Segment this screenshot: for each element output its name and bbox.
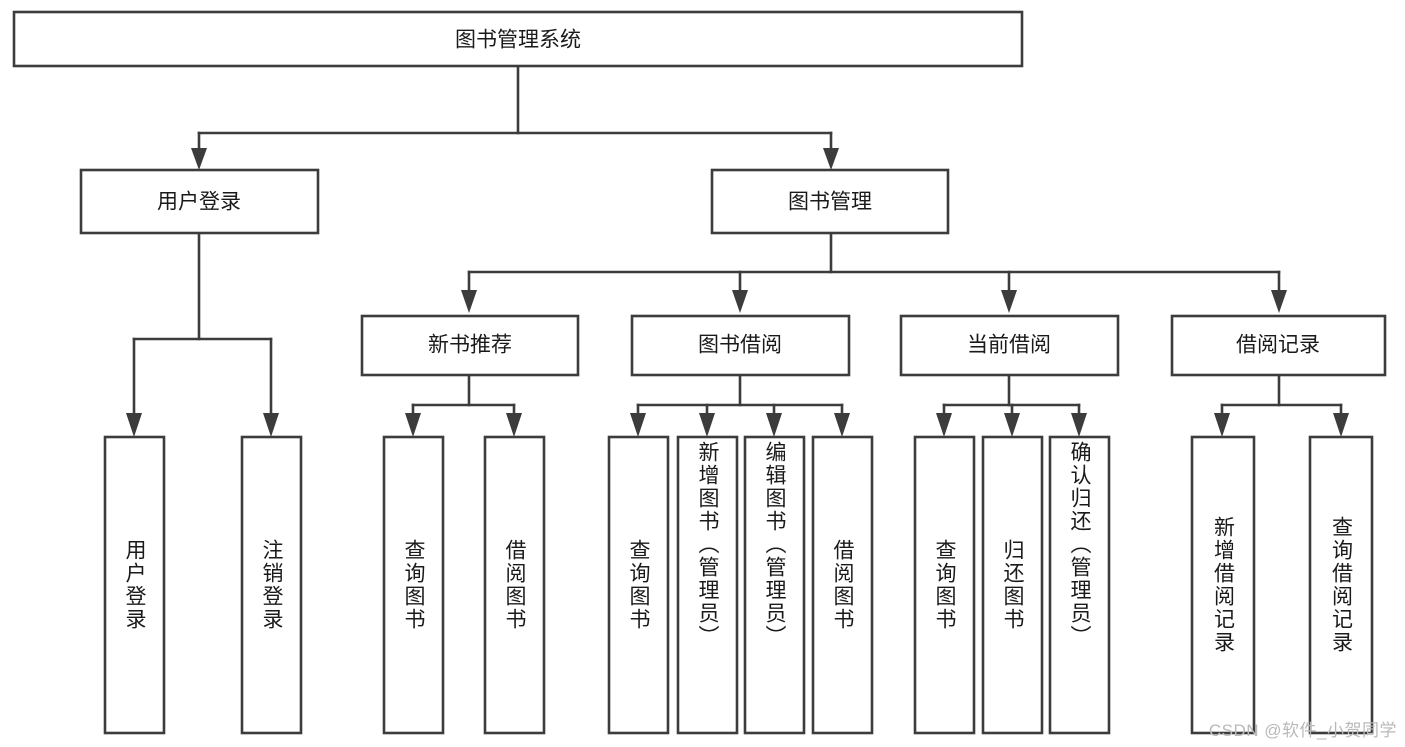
node-book-management-label: 图书管理: [788, 191, 872, 214]
node-leaf-borrow-book-2[interactable]: [811, 435, 874, 735]
connector-newbook-to-leaves: [405, 373, 522, 437]
node-leaf-user-logout[interactable]: [240, 435, 303, 735]
node-leaf-query-book-1[interactable]: [382, 435, 445, 735]
connector-bookmgmt-to-level3: [461, 231, 1287, 313]
node-leaf-add-record[interactable]: [1190, 435, 1256, 735]
node-leaf-query-book-2[interactable]: [607, 435, 670, 735]
node-borrow-record-label: 借阅记录: [1236, 334, 1320, 357]
node-book-borrow-label: 图书借阅: [698, 334, 782, 357]
node-leaf-query-book-3[interactable]: [913, 435, 976, 735]
node-root-label: 图书管理系统: [455, 29, 581, 52]
connector-bookborrow-to-leaves: [630, 373, 850, 437]
node-leaf-return-book[interactable]: [981, 435, 1044, 735]
node-borrow-record[interactable]: 借阅记录: [1170, 314, 1387, 377]
connector-userlogin-to-leaves: [126, 231, 279, 437]
connector-borrowrecord-to-leaves: [1214, 373, 1349, 437]
node-leaf-edit-book[interactable]: [743, 435, 806, 735]
node-book-management[interactable]: 图书管理: [710, 168, 950, 235]
node-root[interactable]: 图书管理系统: [12, 10, 1024, 68]
node-leaf-borrow-book-1[interactable]: [483, 435, 546, 735]
node-new-book-recommend[interactable]: 新书推荐: [360, 314, 580, 377]
node-current-borrow[interactable]: 当前借阅: [899, 314, 1120, 377]
node-leaf-confirm-return[interactable]: [1048, 435, 1111, 735]
connector-root-to-level2: [191, 64, 839, 170]
csdn-watermark: CSDN @软件_小贺同学: [1208, 721, 1397, 740]
node-user-login[interactable]: 用户登录: [79, 168, 320, 235]
node-leaf-user-login[interactable]: [103, 435, 166, 735]
node-leaf-add-book[interactable]: [676, 435, 739, 735]
connector-currentborrow-to-leaves: [936, 373, 1087, 437]
node-user-login-label: 用户登录: [157, 191, 241, 214]
node-current-borrow-label: 当前借阅: [967, 334, 1051, 357]
node-leaf-query-record[interactable]: [1308, 435, 1374, 735]
node-new-book-recommend-label: 新书推荐: [428, 334, 512, 357]
node-book-borrow[interactable]: 图书借阅: [630, 314, 851, 377]
